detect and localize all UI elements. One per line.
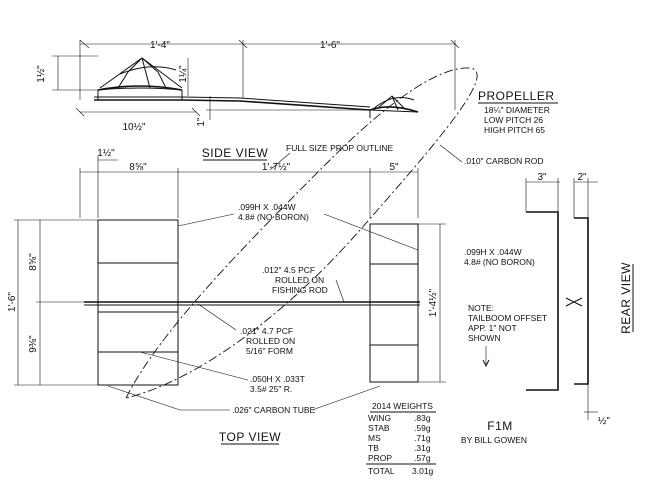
carbon-rod-callout: .010" CARBON ROD [464,156,544,166]
tailboom-callout-2: ROLLED ON [275,275,324,285]
spar3-callout-2: 3.5# 25" R. [250,384,292,394]
wing-airfoil [97,85,183,91]
motorstick-callout-3: 5/16" FORM [246,346,293,356]
motorstick-callout-2: ROLLED ON [246,336,295,346]
stab-spar-callout-2: 4.8# (NO BORON) [464,257,535,267]
tailboom-callout-3: FISHING ROD [272,285,328,295]
weights-row-value: .71g [414,433,431,443]
top-dim-stab-span: 1'-4½" [428,288,439,317]
wing-spar-callout-2: 4.8# (NO BORON) [238,212,309,222]
weights-row-value: .83g [414,413,431,423]
callouts: FULL SIZE PROP OUTLINE .010" CARBON ROD … [107,143,544,415]
rear-dim-b: 2" [577,172,587,183]
weights-row-value: .57g [414,453,431,463]
top-dim-stab-chord: 5" [389,162,399,173]
side-view: 1'-4" 1'-6" 1½" 1¼" 1" [36,39,460,161]
side-dim-offset: 1" [196,117,207,127]
model-author: BY BILL GOWEN [461,435,527,445]
top-dim-lower: 9⅜" [28,335,39,353]
prop-outline-callout: FULL SIZE PROP OUTLINE [286,143,394,153]
side-dim-stab-height: 1¼" [177,65,189,83]
top-dim-span-mid: 1'-7½" [262,162,291,173]
rear-view-label: REAR VIEW [619,262,633,334]
rear-note-line-1: TAILBOOM OFFSET [468,313,547,323]
side-dim-chord: 10½" [122,122,145,133]
weights-row-item: MS [368,433,381,443]
propeller-info: PROPELLER 18¼" DIAMETER LOW PITCH 26 HIG… [478,89,558,135]
motorstick-callout-1: .021" 4.7 PCF [240,326,293,336]
rear-dim-a: 3" [537,172,547,183]
wing-spar-callout-1: .099H X .044W [238,202,296,212]
rear-note-line-3: SHOWN [468,333,501,343]
fuselage-rear [565,297,583,307]
stab-planform [369,223,419,383]
side-dim-left-length: 1'-4" [150,40,170,51]
rear-dim-c: ½" [598,416,610,427]
propeller-high-pitch: HIGH PITCH 65 [484,125,545,135]
carbon-tube-callout: .026" CARBON TUBE [232,405,315,415]
rear-note-title: NOTE: [468,303,494,313]
side-dim-right-length: 1'-6" [320,40,340,51]
weights-row-item: PROP [368,453,392,463]
weights-total-label: TOTAL [368,466,395,476]
motor-stick-side [94,99,371,111]
prop-outline [125,67,478,399]
top-dim-upper: 8⅝" [28,253,39,271]
top-view-label: TOP VIEW [219,430,281,444]
wing-rear-profile [526,211,559,391]
stab-rear-profile [574,217,589,385]
stab-spar-callout-1: .099H X .044W [464,247,522,257]
tailboom-callout-1: .012" 4.5 PCF [262,265,315,275]
weights-row-item: STAB [368,423,390,433]
rear-view: 3" 2" ½" REAR VIEW NOTE: TAILBOOM OFFSET… [468,172,634,427]
model-name: F1M [487,419,513,433]
top-dim-tip: 1½" [97,148,115,159]
weights-row-item: WING [368,413,391,423]
model-title-block: F1M BY BILL GOWEN [461,419,527,445]
weights-row-value: .31g [414,443,431,453]
propeller-title: PROPELLER [478,89,555,103]
rear-note-line-2: APP. 1" NOT [468,323,517,333]
side-view-label: SIDE VIEW [202,146,269,160]
spar3-callout-1: .050H X .033T [250,374,305,384]
top-view: 1½" 8⅝" 1'-7½" 5" 1'-6" 8⅝" 9⅜" 1'-4½" T… [7,148,446,445]
weights-total-value: 3.01g [412,466,434,476]
weights-row-item: TB [368,443,379,453]
propeller-diameter: 18¼" DIAMETER [484,105,550,115]
propeller-low-pitch: LOW PITCH 26 [484,115,543,125]
weights-row-value: .59g [414,423,431,433]
top-dim-total-span: 1'-6" [7,292,18,312]
top-dim-chord: 8⅝" [129,162,147,173]
weights-title: 2014 WEIGHTS [372,401,433,411]
side-dim-height: 1½" [36,65,47,83]
